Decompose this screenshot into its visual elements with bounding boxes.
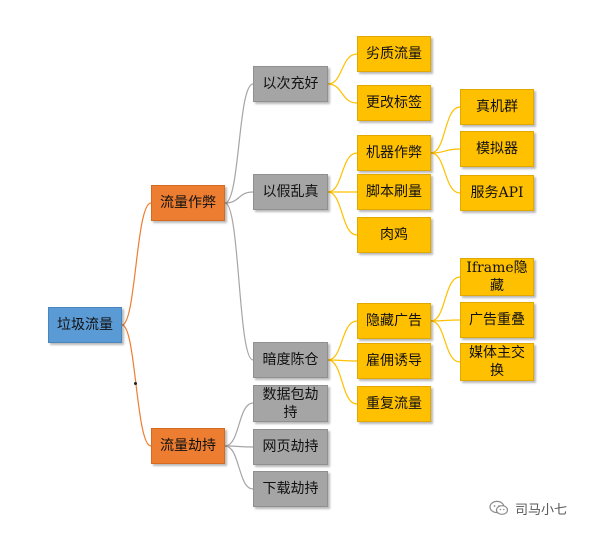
node-hidden-ads: 隐藏广告 <box>357 303 431 339</box>
node-junk-traffic: 垃圾流量 <box>48 307 122 343</box>
node-change-labels: 更改标签 <box>357 85 431 121</box>
edge-inferior-to-low-quality <box>327 53 358 85</box>
node-packet-hijack: 数据包劫持 <box>253 385 328 422</box>
node-publisher-exchange: 媒体主交换 <box>460 343 534 381</box>
edge-covert-to-hired <box>327 359 358 362</box>
edge-fraud-to-counterfeit <box>224 191 254 204</box>
stray-dot <box>134 382 137 385</box>
node-emulator: 模拟器 <box>460 131 534 167</box>
edge-counterfeit-to-machine <box>327 152 358 193</box>
node-covert-operation: 暗度陈仓 <box>253 342 328 378</box>
edge-counterfeit-to-zombie <box>327 191 358 236</box>
node-repeated-traffic: 重复流量 <box>357 386 431 422</box>
node-inferior-substitute: 以次充好 <box>253 66 328 102</box>
edge-covert-to-repeat <box>327 359 358 405</box>
node-machine-fraud: 机器作弊 <box>357 135 431 171</box>
watermark: 司马小七 <box>489 497 567 519</box>
node-traffic-fraud: 流量作弊 <box>151 185 225 221</box>
wechat-official-account-icon <box>489 500 509 515</box>
node-zombie-hosts: 肉鸡 <box>357 217 431 253</box>
node-iframe-hidden: Iframe隐藏 <box>460 258 534 296</box>
node-traffic-hijack: 流量劫持 <box>151 428 225 464</box>
edge-hidden-ads-to-exchange <box>430 320 461 363</box>
edge-root-to-traffic-hijack <box>121 324 152 447</box>
edge-machine-to-real-devices <box>430 106 461 154</box>
watermark-text: 司马小七 <box>515 502 568 518</box>
edge-hidden-ads-to-iframe <box>430 276 461 322</box>
node-hired-inducement: 雇佣诱导 <box>357 343 431 379</box>
node-service-api: 服务API <box>460 175 534 211</box>
edge-hijack-to-webpage <box>224 445 254 448</box>
edge-fraud-to-covert <box>224 202 254 361</box>
node-download-hijack: 下载劫持 <box>253 471 328 507</box>
edge-machine-to-emulator <box>430 148 461 154</box>
edge-hijack-to-packet <box>224 402 254 447</box>
node-ad-overlap: 广告重叠 <box>460 302 534 338</box>
node-real-device-farm: 真机群 <box>460 89 534 125</box>
edge-hidden-ads-to-overlap <box>430 319 461 322</box>
edge-root-to-traffic-fraud <box>121 202 152 326</box>
edge-inferior-to-relabel <box>327 83 358 104</box>
edge-covert-to-hidden-ads <box>327 320 358 361</box>
node-low-quality-traffic: 劣质流量 <box>357 36 431 72</box>
node-counterfeit: 以假乱真 <box>253 174 328 210</box>
edge-hijack-to-download <box>224 445 254 490</box>
edge-fraud-to-inferior <box>224 83 254 204</box>
edge-machine-to-api <box>430 152 461 194</box>
node-webpage-hijack: 网页劫持 <box>253 429 328 465</box>
node-script-inflation: 脚本刷量 <box>357 174 431 210</box>
